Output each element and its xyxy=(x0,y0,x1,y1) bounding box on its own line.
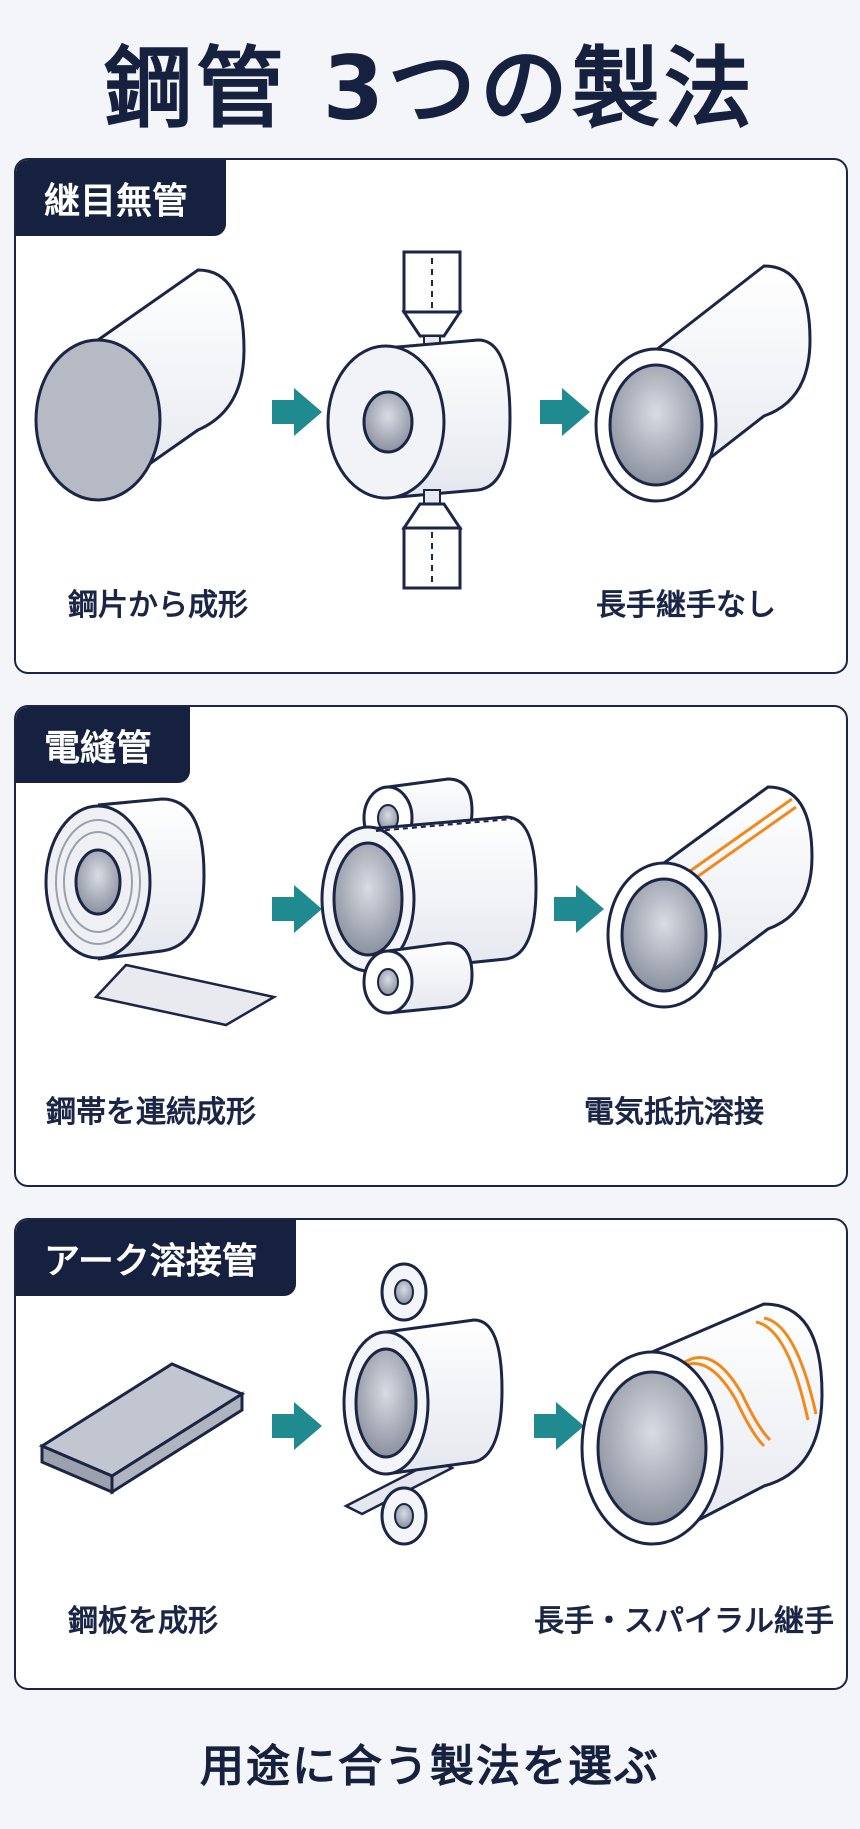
result-caption: 長手・スパイラル継手 xyxy=(534,1604,834,1639)
process-caption: 鋼板を成形 xyxy=(68,1604,218,1639)
erw-diagram xyxy=(44,777,814,1027)
arrow-right-icon xyxy=(554,885,604,933)
section-badge: 継目無管 xyxy=(16,160,227,236)
forming-rolls-icon xyxy=(320,777,538,1015)
spiral-pipe-icon xyxy=(580,1302,824,1546)
seamless-diagram xyxy=(34,250,812,590)
arrow-right-icon xyxy=(272,388,322,436)
erw-pipe-icon xyxy=(606,785,814,1009)
section-arc-welded: アーク溶接管 xyxy=(14,1218,848,1690)
arrow-right-icon xyxy=(272,885,322,933)
forming-rolls-icon xyxy=(342,1262,504,1546)
process-caption: 鋼帯を連続成形 xyxy=(46,1095,256,1130)
arrow-right-icon xyxy=(272,1402,322,1450)
section-erw: 電縫管 xyxy=(14,705,848,1187)
footer-tagline: 用途に合う製法を選ぶ xyxy=(200,1741,660,1792)
section-badge: 電縫管 xyxy=(16,707,191,783)
steel-plate-icon xyxy=(38,1362,246,1495)
arc-welded-diagram xyxy=(38,1262,824,1546)
arrow-right-icon xyxy=(540,388,590,436)
process-caption: 鋼片から成形 xyxy=(68,588,248,623)
section-seamless: 継目無管 xyxy=(14,158,848,674)
result-caption: 長手継手なし xyxy=(596,588,776,623)
seamless-pipe-icon xyxy=(594,264,812,503)
page-title: 鋼管 3つの製法 xyxy=(104,37,756,140)
piercing-mill-icon xyxy=(326,250,512,590)
solid-billet-icon xyxy=(34,268,246,502)
arrow-right-icon xyxy=(534,1402,584,1450)
result-caption: 電気抵抗溶接 xyxy=(584,1095,764,1130)
section-badge: アーク溶接管 xyxy=(16,1220,296,1296)
steel-coil-icon xyxy=(44,797,278,1027)
